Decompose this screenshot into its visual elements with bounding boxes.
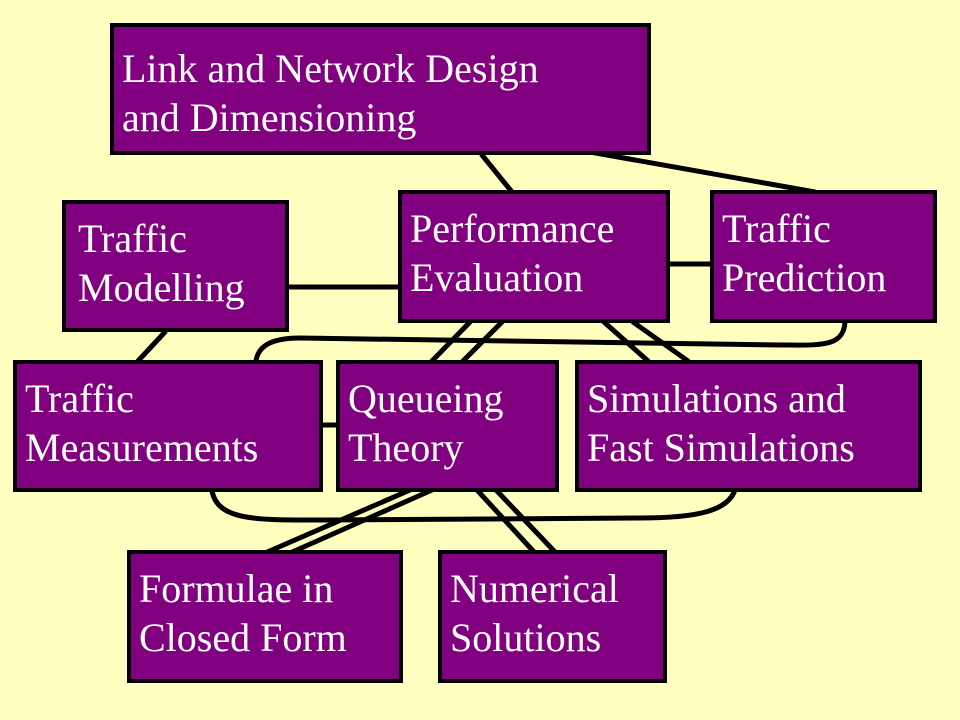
link-performance-queueing-a (429, 319, 473, 364)
node-queueing-theory-line2: Theory (348, 425, 464, 470)
link-performance-simulations-a (601, 319, 651, 364)
node-traffic-modelling-line1: Traffic (78, 216, 187, 261)
node-traffic-measurements-line1: Traffic (25, 376, 134, 421)
link-queueing-formulae-b (287, 487, 435, 556)
link-modelling-measurements (135, 329, 168, 364)
node-performance-evaluation: Performance Evaluation (398, 190, 670, 323)
link-queueing-formulae-a (262, 487, 413, 556)
node-traffic-modelling-line2: Modelling (78, 265, 245, 310)
node-closed-form-formulae: Formulae in Closed Form (127, 550, 403, 683)
node-closed-form-formulae-line2: Closed Form (139, 615, 347, 660)
node-queueing-theory-line1: Queueing (348, 376, 504, 421)
link-design-prediction (587, 149, 818, 195)
node-performance-evaluation-line1: Performance (410, 206, 615, 251)
node-numerical-solutions-line1: Numerical (450, 566, 619, 611)
link-queueing-numerical-a (474, 487, 538, 556)
node-traffic-modelling: Traffic Modelling (62, 200, 289, 332)
node-numerical-solutions: Numerical Solutions (438, 550, 667, 683)
node-simulations: Simulations and Fast Simulations (575, 360, 922, 492)
node-traffic-prediction-line1: Traffic (722, 206, 831, 251)
node-closed-form-formulae-line1: Formulae in (139, 566, 334, 611)
node-network-design-line1: Link and Network Design (122, 46, 539, 91)
link-performance-simulations-b (630, 319, 691, 364)
node-traffic-measurements-line2: Measurements (25, 425, 259, 470)
node-network-design: Link and Network Design and Dimensioning (110, 23, 651, 155)
link-prediction-measurements (253, 317, 848, 364)
link-performance-queueing-b (460, 319, 505, 364)
node-queueing-theory: Queueing Theory (336, 360, 559, 492)
node-traffic-measurements: Traffic Measurements (13, 360, 323, 492)
node-simulations-line2: Fast Simulations (587, 425, 855, 470)
node-traffic-prediction-line2: Prediction (722, 255, 887, 300)
link-design-performance (479, 152, 515, 195)
link-measurements-simulations (209, 487, 738, 523)
node-simulations-line1: Simulations and (587, 376, 846, 421)
node-performance-evaluation-line2: Evaluation (410, 255, 584, 300)
link-queueing-numerical-b (493, 487, 559, 556)
node-network-design-line2: and Dimensioning (122, 95, 417, 140)
node-numerical-solutions-line2: Solutions (450, 615, 602, 660)
node-traffic-prediction: Traffic Prediction (710, 190, 937, 323)
